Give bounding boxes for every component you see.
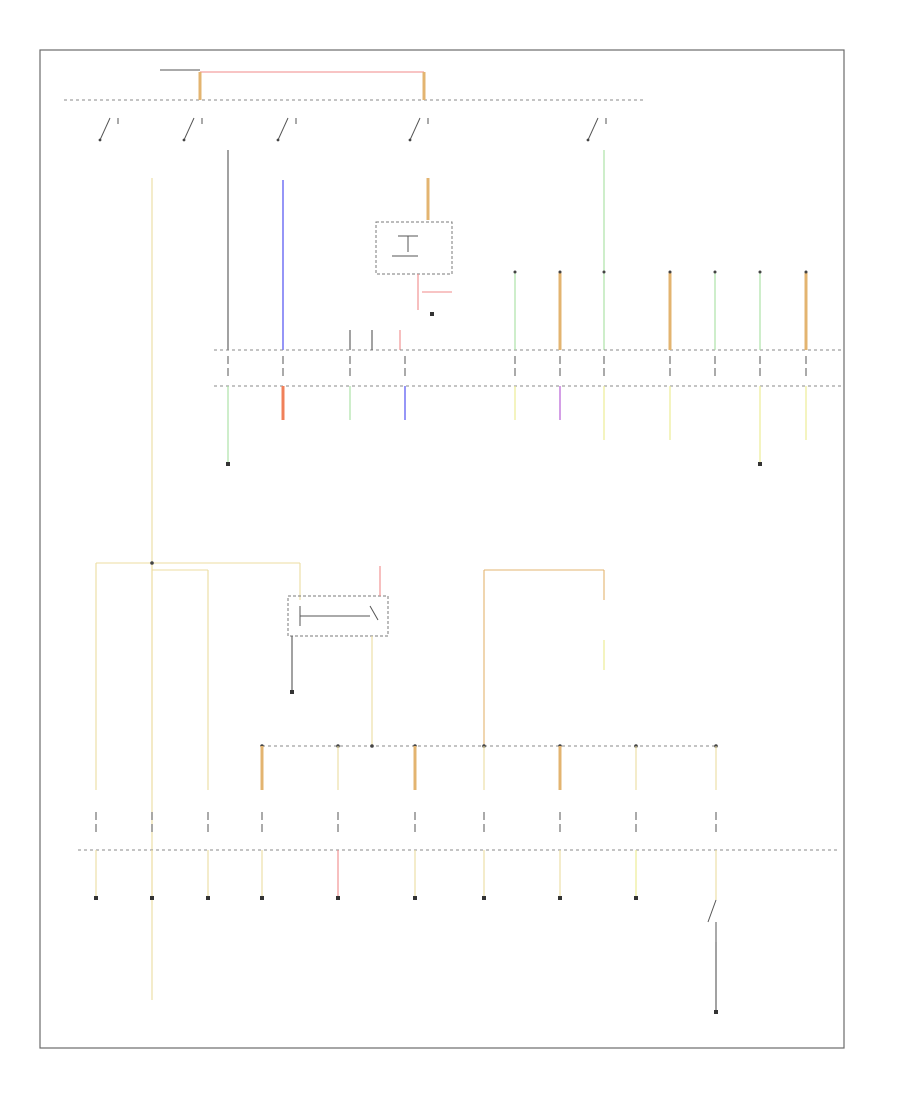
diagram-frame <box>39 49 845 1049</box>
fuse-box-2-feeds <box>260 746 717 790</box>
ignition-output-wires <box>151 150 605 1000</box>
relay-top <box>375 221 453 350</box>
middle-section-wiring <box>95 561 718 790</box>
fuse-box-1-circuits <box>226 270 808 466</box>
fuse-box-2-fuses <box>95 812 717 832</box>
top-battery-feed <box>160 69 426 100</box>
ignition-switch-contacts <box>98 117 607 142</box>
fuse-box-2-outputs <box>94 850 718 1014</box>
